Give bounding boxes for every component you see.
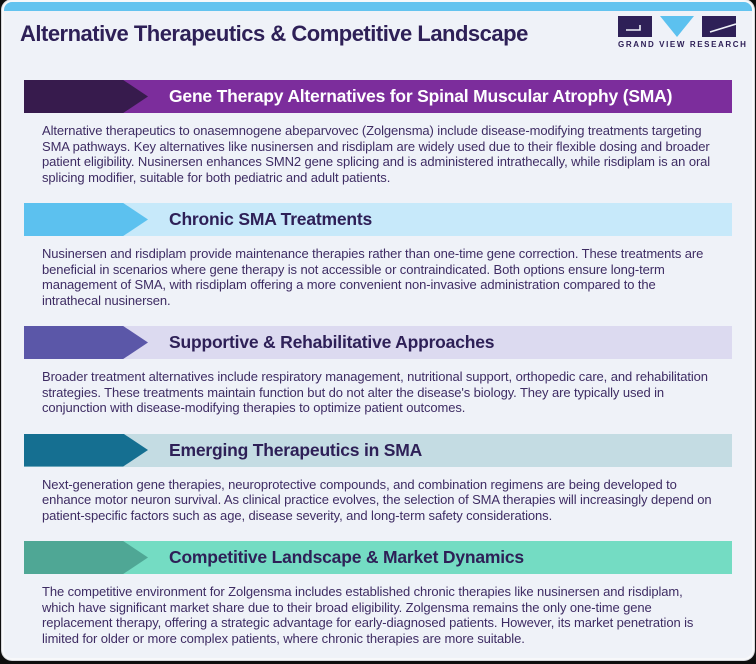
section-body-text: Alternative therapeutics to onasemnogene… — [42, 123, 711, 185]
arrow-icon — [24, 433, 148, 467]
section: Competitive Landscape & Market Dynamics … — [24, 541, 732, 646]
section: Supportive & Rehabilitative Approaches B… — [24, 326, 732, 416]
section-header-band: Gene Therapy Alternatives for Spinal Mus… — [24, 80, 732, 113]
section-heading: Supportive & Rehabilitative Approaches — [169, 332, 495, 352]
document-header: Alternative Therapeutics & Competitive L… — [4, 11, 752, 73]
section-header-band: Emerging Therapeutics in SMA — [24, 433, 732, 467]
section-header-band: Supportive & Rehabilitative Approaches — [24, 326, 732, 359]
section-body-text: Nusinersen and risdiplam provide mainten… — [42, 246, 704, 308]
section-heading: Gene Therapy Alternatives for Spinal Mus… — [169, 86, 673, 106]
section: Emerging Therapeutics in SMA Next-genera… — [24, 433, 732, 524]
page-title: Alternative Therapeutics & Competitive L… — [20, 21, 528, 46]
gvr-logo-icon — [618, 16, 736, 37]
section-body-text: Broader treatment alternatives include r… — [42, 369, 708, 415]
sections-container: Gene Therapy Alternatives for Spinal Mus… — [4, 80, 752, 646]
section-heading: Emerging Therapeutics in SMA — [169, 439, 423, 460]
arrow-icon — [24, 326, 148, 359]
arrow-icon — [24, 80, 148, 113]
section-header-band: Competitive Landscape & Market Dynamics — [24, 541, 732, 574]
grand-view-research-logo: GRAND VIEW RESEARCH — [618, 16, 748, 49]
section-body-text: Next-generation gene therapies, neuropro… — [42, 476, 712, 523]
arrow-icon — [24, 541, 148, 574]
section-body-text: The competitive environment for Zolgensm… — [42, 584, 694, 646]
section-heading: Competitive Landscape & Market Dynamics — [169, 547, 524, 567]
arrow-icon — [24, 203, 148, 236]
logo-wordmark: GRAND VIEW RESEARCH — [618, 40, 748, 49]
section-heading: Chronic SMA Treatments — [169, 209, 373, 229]
section: Chronic SMA Treatments Nusinersen and ri… — [24, 203, 732, 308]
section: Gene Therapy Alternatives for Spinal Mus… — [24, 80, 732, 185]
top-accent-stripe — [4, 2, 752, 11]
section-header-band: Chronic SMA Treatments — [24, 203, 732, 236]
